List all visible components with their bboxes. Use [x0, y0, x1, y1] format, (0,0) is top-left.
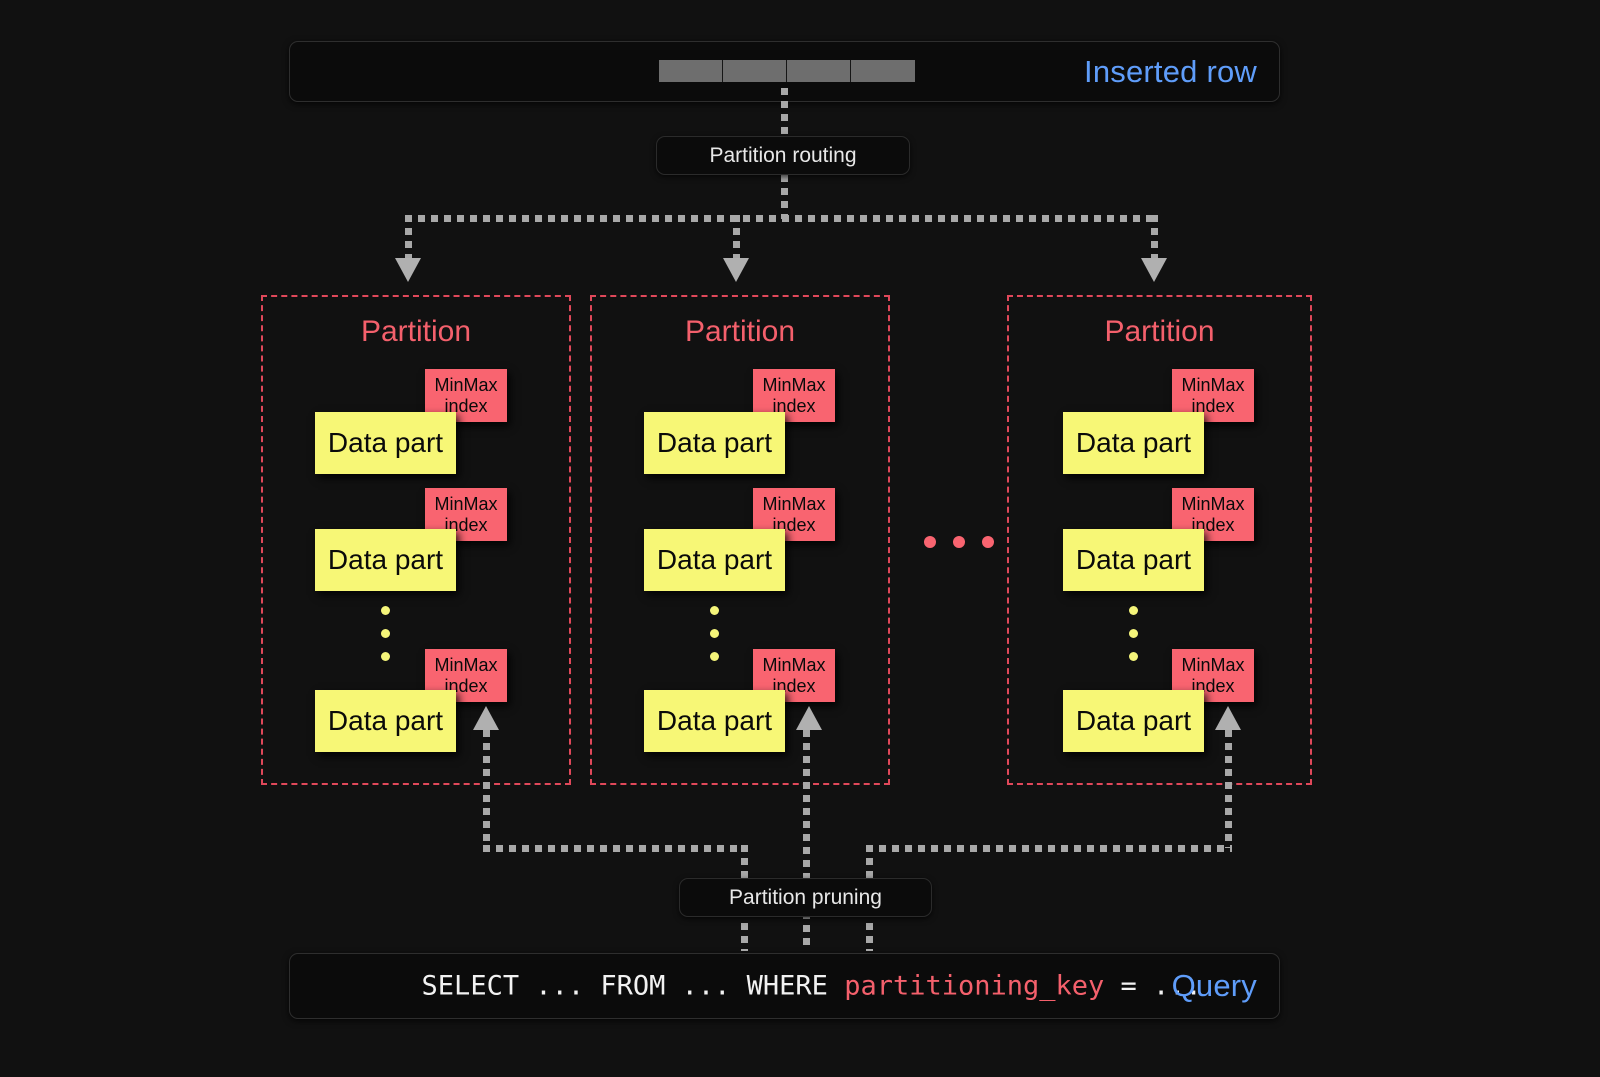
query-suffix: = ...: [1104, 970, 1202, 1002]
routing-bus-line: [405, 215, 1158, 222]
arrow-into-partition-2: [723, 258, 749, 282]
partition-title: Partition: [684, 315, 796, 348]
inserted-row-bar: Inserted row: [289, 41, 1280, 102]
connector-pruning-elbow-1: [483, 845, 748, 852]
arrow-into-partition-3: [1141, 258, 1167, 282]
query-sql-text: SELECT ... FROM ... WHERE partitioning_k…: [324, 940, 1202, 1033]
connector-pruning-elbow-3: [866, 845, 1232, 852]
partition-title: Partition: [360, 315, 472, 348]
query-bar: SELECT ... FROM ... WHERE partitioning_k…: [289, 953, 1280, 1019]
connector-pruning-mid: [803, 730, 810, 951]
row-cell: [851, 60, 915, 82]
minmax-index-box: MinMax index: [425, 369, 507, 422]
connector-pruning-up-3: [1225, 730, 1232, 848]
minmax-index-box: MinMax index: [753, 488, 835, 541]
minmax-index-label: MinMax index: [762, 654, 826, 696]
data-part-box: Data part: [315, 690, 456, 752]
inserted-row-label: Inserted row: [1084, 53, 1257, 89]
data-part-box: Data part: [1063, 690, 1204, 752]
partition-title: Partition: [1104, 315, 1215, 348]
arrow-into-data-part-3: [1215, 706, 1241, 730]
row-cell: [723, 60, 787, 82]
connector-bus-to-partition-2: [733, 215, 740, 260]
row-cell: [659, 60, 723, 82]
minmax-index-label: MinMax index: [762, 493, 826, 535]
data-part-box: Data part: [644, 412, 785, 474]
partition-box-2: Partition: [590, 295, 890, 785]
minmax-index-box: MinMax index: [1172, 488, 1254, 541]
minmax-index-label: MinMax index: [434, 493, 498, 535]
connector-pruning-up-1: [483, 730, 490, 848]
minmax-index-label: MinMax index: [762, 374, 826, 416]
partition-box-3: Partition: [1007, 295, 1312, 785]
data-part-box: Data part: [644, 529, 785, 591]
query-prefix: SELECT ... FROM ... WHERE: [421, 970, 845, 1002]
data-part-ellipsis: [710, 606, 719, 675]
minmax-index-label: MinMax index: [434, 374, 498, 416]
partition-routing-box[interactable]: Partition routing: [656, 136, 910, 175]
query-partitioning-key: partitioning_key: [844, 970, 1105, 1002]
data-part-ellipsis: [1129, 606, 1138, 675]
minmax-index-box: MinMax index: [753, 369, 835, 422]
data-part-box: Data part: [1063, 529, 1204, 591]
arrow-into-partition-1: [395, 258, 421, 282]
arrow-into-data-part-1: [473, 706, 499, 730]
partitions-ellipsis: [924, 536, 994, 548]
query-label: Query: [1171, 968, 1257, 1003]
data-part-box: Data part: [315, 529, 456, 591]
inserted-row-cells: [659, 60, 915, 82]
minmax-index-box: MinMax index: [1172, 369, 1254, 422]
arrow-into-data-part-2: [796, 706, 822, 730]
connector-row-to-routing: [781, 88, 788, 160]
connector-bus-to-partition-1: [405, 215, 412, 260]
minmax-index-box: MinMax index: [1172, 649, 1254, 702]
data-part-box: Data part: [644, 690, 785, 752]
row-cell: [787, 60, 851, 82]
data-part-ellipsis: [381, 606, 390, 675]
partition-pruning-box[interactable]: Partition pruning: [679, 878, 932, 917]
data-part-box: Data part: [315, 412, 456, 474]
data-part-box: Data part: [1063, 412, 1204, 474]
minmax-index-label: MinMax index: [1181, 374, 1245, 416]
connector-bus-to-partition-3: [1151, 215, 1158, 260]
connector-routing-to-bus: [781, 175, 788, 219]
partition-box-1: Partition: [261, 295, 571, 785]
